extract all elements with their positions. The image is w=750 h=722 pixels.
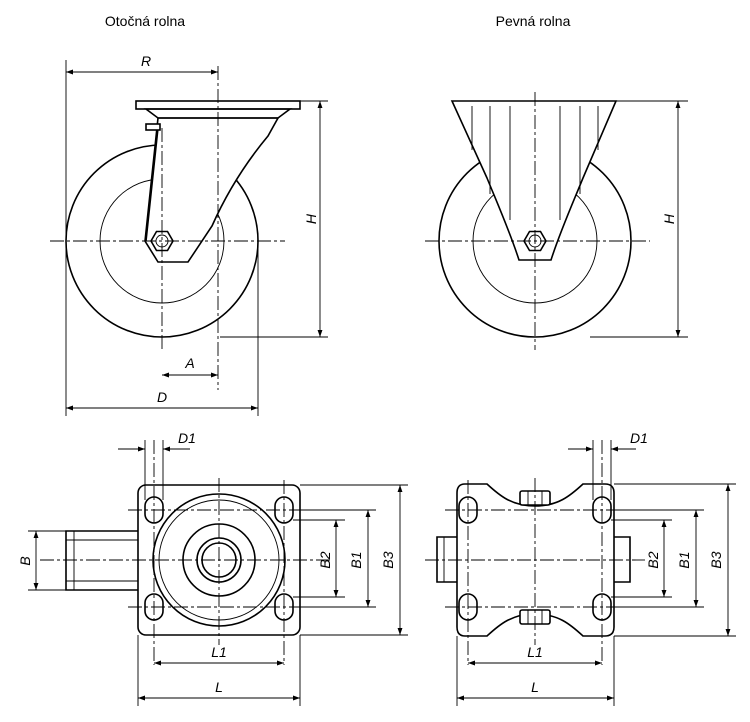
dim-label-B2-fixed: B2 <box>645 551 661 568</box>
swivel-top-protrusion <box>65 530 138 591</box>
fixed-side-view <box>425 92 650 350</box>
dim-label-L1-fixed: L1 <box>527 644 543 660</box>
swivel-top-view <box>40 440 330 665</box>
dim-label-L-swivel: L <box>215 679 223 695</box>
dim-label-B1-fixed: B1 <box>676 551 692 568</box>
dim-label-B: B <box>17 556 33 565</box>
dim-label-H-fixed: H <box>661 213 677 224</box>
swivel-brake <box>145 123 161 131</box>
dim-label-B2-swivel: B2 <box>317 551 333 568</box>
title-swivel-caster: Otočná rolna <box>105 13 185 29</box>
dim-label-B3-fixed: B3 <box>708 551 724 568</box>
fixed-top-view <box>425 440 645 665</box>
dim-label-D1-swivel: D1 <box>178 430 196 446</box>
dim-label-R: R <box>141 53 151 69</box>
fixed-top-right-protrusion <box>614 536 631 583</box>
dim-label-L1-swivel: L1 <box>211 644 227 660</box>
dim-label-D: D <box>157 389 167 405</box>
dim-label-A: A <box>184 355 194 371</box>
fixed-dimensions: H <box>590 100 688 338</box>
swivel-dimensions: R H A D <box>65 53 328 416</box>
dim-label-B3-swivel: B3 <box>380 551 396 568</box>
fixed-top-left-protrusion <box>436 536 457 583</box>
swivel-top-dimensions: D1 B B2 B1 B3 L1 L <box>17 430 408 706</box>
title-fixed-caster: Pevná rolna <box>496 13 571 29</box>
fixed-fork <box>450 100 618 261</box>
dim-label-H-swivel: H <box>303 213 319 224</box>
dim-label-L-fixed: L <box>531 679 539 695</box>
dim-label-D1-fixed: D1 <box>630 430 648 446</box>
swivel-side-view <box>50 66 301 390</box>
dim-label-B1-swivel: B1 <box>348 551 364 568</box>
swivel-fork <box>144 117 280 263</box>
fixed-top-dimensions: D1 B2 B1 B3 L1 L <box>456 430 736 706</box>
